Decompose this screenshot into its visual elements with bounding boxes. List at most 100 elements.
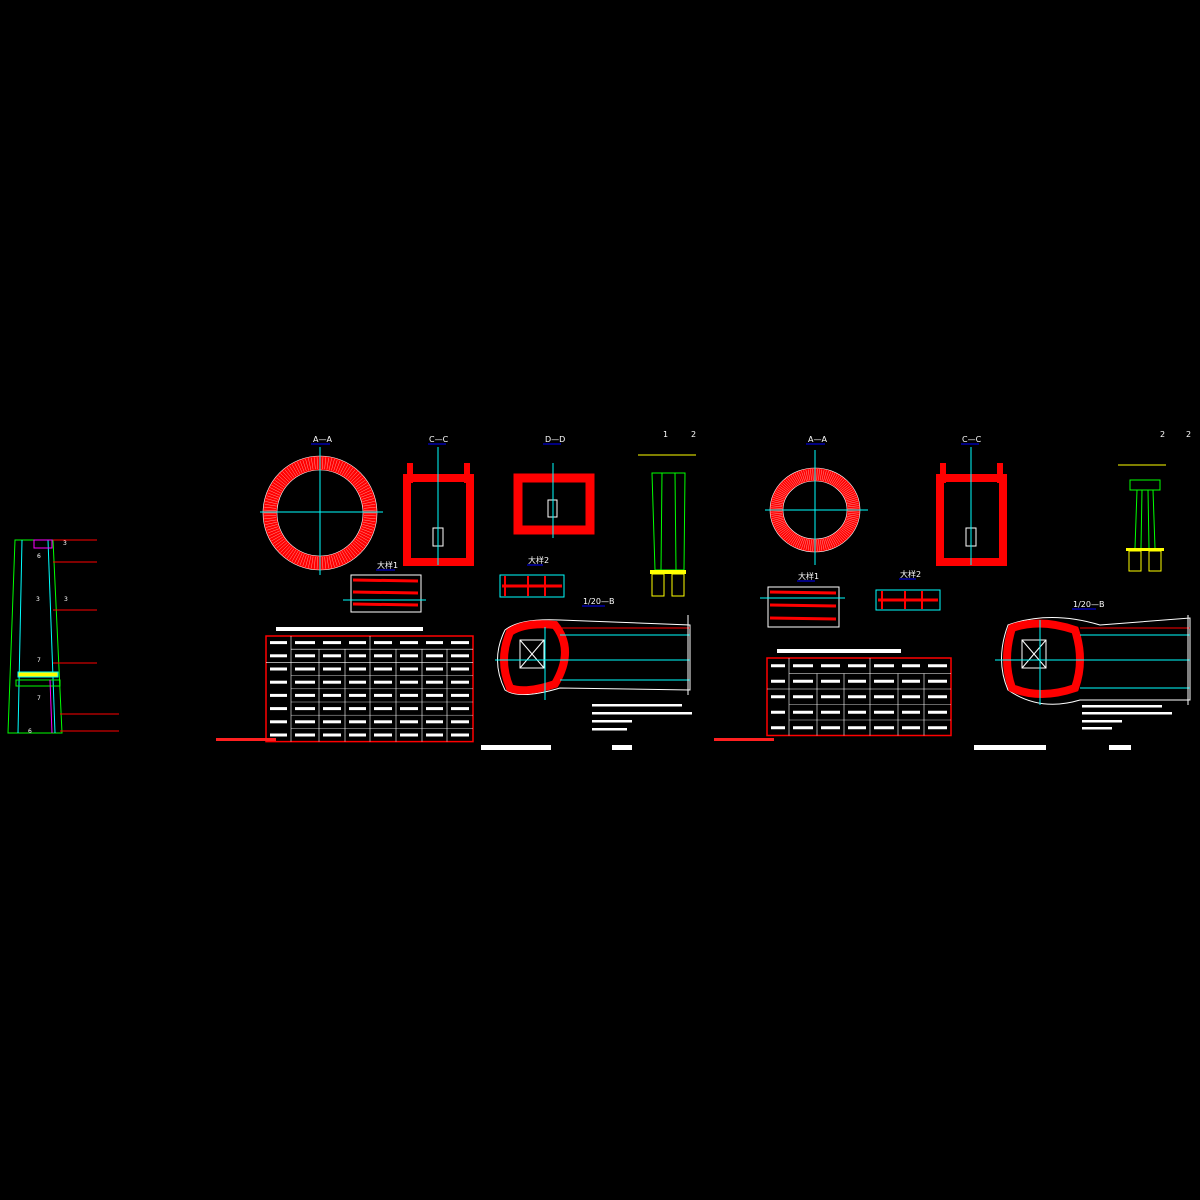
radial-bar bbox=[264, 504, 277, 507]
radial-bar bbox=[362, 524, 375, 528]
radial-bar bbox=[264, 517, 277, 520]
radial-bar bbox=[341, 464, 349, 475]
radial-bar bbox=[816, 539, 818, 551]
radial-bar bbox=[774, 522, 785, 527]
detail1 bbox=[343, 574, 426, 613]
table-cell bbox=[793, 679, 813, 683]
table-cell bbox=[270, 707, 287, 711]
radial-bar bbox=[268, 490, 280, 496]
radial-bar bbox=[832, 475, 840, 485]
radial-bar bbox=[354, 540, 364, 549]
radial-bar bbox=[828, 472, 834, 483]
detail1-title: 大样1 bbox=[377, 560, 398, 570]
table-cell bbox=[928, 679, 947, 683]
radial-bar bbox=[286, 548, 295, 559]
table-cell bbox=[270, 680, 287, 684]
radial-bar bbox=[843, 524, 854, 531]
radial-bar bbox=[343, 549, 351, 561]
table-cell bbox=[295, 654, 315, 658]
radial-bar bbox=[790, 535, 798, 545]
radial-bar bbox=[324, 556, 327, 569]
table-cell bbox=[451, 733, 469, 737]
table-cell bbox=[902, 664, 920, 668]
note-line bbox=[1082, 712, 1172, 715]
section-cc bbox=[936, 447, 1007, 566]
table-cell bbox=[270, 720, 287, 724]
radial-bar bbox=[345, 467, 354, 478]
table-cell bbox=[928, 726, 947, 730]
radial-bar bbox=[771, 516, 783, 519]
radial-bar bbox=[832, 535, 840, 545]
radial-bar bbox=[313, 457, 316, 470]
table-cell bbox=[295, 680, 315, 684]
radial-bar bbox=[316, 556, 318, 569]
detail1-title: 大样1 bbox=[798, 571, 819, 581]
radial-bar bbox=[363, 509, 376, 511]
table-cell bbox=[270, 641, 287, 645]
radial-bar bbox=[297, 461, 303, 473]
radial-bar bbox=[816, 469, 818, 481]
radial-bar bbox=[826, 471, 831, 483]
table-cell bbox=[400, 733, 418, 737]
elev-mark: 7 bbox=[37, 657, 41, 664]
table-cell bbox=[451, 720, 469, 724]
table-cell bbox=[426, 720, 443, 724]
radial-bar bbox=[789, 534, 796, 544]
radial-bar bbox=[313, 556, 316, 569]
page-mark: 1 bbox=[663, 430, 668, 439]
radial-bar bbox=[845, 520, 857, 525]
radial-bar bbox=[792, 535, 799, 546]
radial-bar bbox=[775, 491, 786, 497]
radial-bar bbox=[335, 460, 341, 472]
radial-bar bbox=[823, 538, 827, 550]
table-cell bbox=[928, 710, 947, 714]
radial-bar bbox=[363, 519, 376, 522]
detail1 bbox=[760, 586, 845, 628]
radial-bar bbox=[829, 473, 836, 484]
radial-bar bbox=[329, 556, 332, 568]
section-cc-title: C—C bbox=[429, 435, 449, 444]
radial-bar bbox=[352, 475, 362, 484]
radial-bar bbox=[774, 493, 785, 498]
note-line bbox=[592, 720, 632, 723]
radial-bar bbox=[267, 528, 279, 534]
rebar-table bbox=[766, 649, 952, 737]
table-cell bbox=[374, 641, 392, 645]
radial-bar bbox=[807, 539, 810, 551]
table-cell bbox=[821, 726, 840, 730]
table-cell bbox=[821, 664, 840, 668]
radial-bar bbox=[780, 528, 790, 536]
table-cell bbox=[323, 654, 341, 658]
radial-bar bbox=[779, 485, 789, 493]
radial-bar bbox=[291, 464, 299, 475]
radial-bar bbox=[771, 501, 783, 504]
detail2 bbox=[499, 574, 565, 598]
radial-bar bbox=[356, 536, 368, 544]
table-cell bbox=[295, 707, 315, 711]
table-cell bbox=[793, 664, 813, 668]
table-cell bbox=[771, 710, 785, 714]
table-cell bbox=[902, 710, 920, 714]
radial-bar bbox=[846, 519, 857, 523]
radial-bar bbox=[847, 516, 859, 519]
radial-bar bbox=[264, 506, 277, 509]
detail2-title: 大样2 bbox=[528, 555, 549, 565]
radial-bar bbox=[358, 534, 369, 542]
radial-bar bbox=[771, 505, 783, 508]
radial-bar bbox=[280, 473, 289, 482]
radial-bar bbox=[302, 554, 307, 567]
radial-bar bbox=[329, 458, 332, 470]
radial-bar bbox=[844, 491, 855, 497]
table-cell bbox=[400, 680, 418, 684]
table-cell bbox=[426, 680, 443, 684]
radial-bar bbox=[780, 484, 790, 492]
note-line bbox=[592, 728, 627, 731]
table-cell bbox=[793, 710, 813, 714]
table-cell bbox=[400, 654, 418, 658]
radial-bar bbox=[794, 536, 801, 547]
table-cell bbox=[323, 667, 341, 671]
radial-bar bbox=[787, 478, 795, 487]
radial-bar bbox=[771, 503, 783, 506]
radial-bar bbox=[783, 480, 792, 489]
